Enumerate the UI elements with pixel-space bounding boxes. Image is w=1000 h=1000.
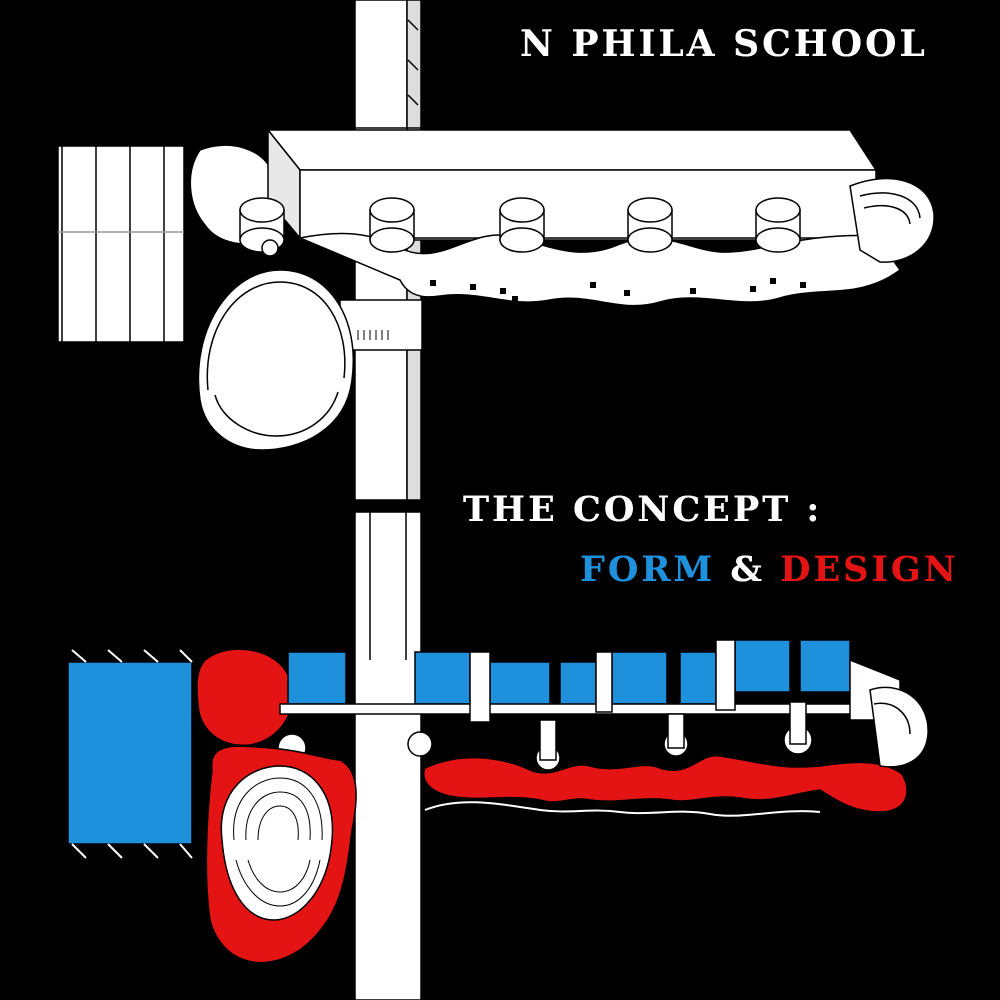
form-gymnasium [67, 649, 193, 859]
form-design-heading: FORM & DESIGN [580, 552, 959, 587]
design-wavy-mass [423, 754, 908, 813]
entry-block [339, 299, 423, 351]
end-drum [849, 177, 935, 263]
auditorium-egg [197, 239, 354, 451]
ampersand: & [730, 549, 765, 590]
gymnasium-fins [57, 131, 185, 373]
stair-towers [239, 197, 801, 253]
plan-end-drum [869, 686, 929, 768]
wavy-wall-windows [430, 278, 806, 302]
school-title: N PHILA SCHOOL [520, 23, 928, 65]
form-label: FORM [580, 549, 716, 590]
auditorium-seating [220, 765, 334, 921]
form-classrooms [287, 639, 851, 715]
design-label: DESIGN [780, 549, 959, 590]
entry-vents [357, 330, 389, 340]
plan-spine [354, 511, 422, 1000]
axonometric-view [57, 0, 935, 501]
design-left-mass [196, 648, 294, 747]
wavy-wall-outline [424, 801, 821, 817]
concept-plan [67, 511, 929, 1000]
concept-heading: THE CONCEPT : [463, 489, 823, 530]
